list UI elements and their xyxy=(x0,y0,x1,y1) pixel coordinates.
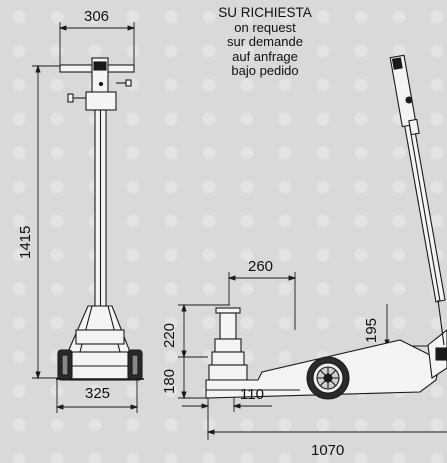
jack-front-view xyxy=(56,57,144,381)
note-spanish: bajo pedido xyxy=(231,63,299,78)
dim-min-height: 180 xyxy=(161,368,178,394)
dim-lift-reach: 260 xyxy=(248,258,274,275)
dimension-lines xyxy=(32,22,447,440)
dim-handle-rise: 195 xyxy=(363,317,380,343)
dim-handle-width: 306 xyxy=(84,8,110,25)
dim-base-width: 325 xyxy=(85,385,111,402)
dim-extension: 220 xyxy=(161,322,178,348)
note-french: sur demande xyxy=(227,34,303,49)
on-request-note: SU RICHIESTA on request sur demande auf … xyxy=(198,5,332,79)
dim-front-offset: 110 xyxy=(240,386,264,403)
dim-overall-length: 1070 xyxy=(311,442,345,459)
dim-overall-height: 1415 xyxy=(17,225,34,259)
note-english: on request xyxy=(234,19,296,35)
note-italian: SU RICHIESTA xyxy=(218,5,312,20)
note-german: auf anfrage xyxy=(232,48,298,64)
jack-side-view xyxy=(205,54,447,400)
